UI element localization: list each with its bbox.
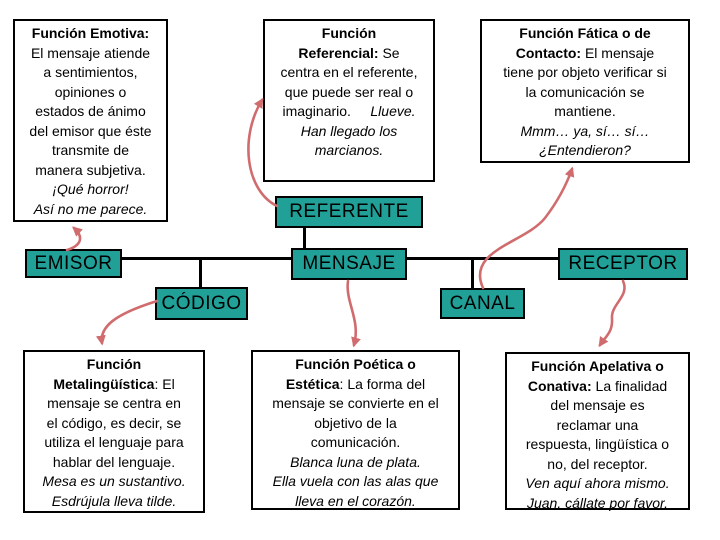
arrow-codigo-to-metalinguistica	[95, 299, 159, 346]
node-emisor: EMISOR	[25, 249, 122, 278]
connector-codigo	[199, 259, 202, 288]
arrow-receptor-to-apelativa	[598, 279, 626, 348]
node-codigo: CÓDIGO	[155, 287, 248, 320]
arrow-emisor-to-emotiva	[65, 226, 83, 252]
node-mensaje: MENSAJE	[291, 248, 407, 280]
arrow-mensaje-to-poetica	[346, 279, 361, 348]
node-receptor: RECEPTOR	[558, 248, 688, 280]
node-canal: CANAL	[440, 288, 525, 319]
node-referente: REFERENTE	[275, 196, 423, 228]
connector-canal	[471, 259, 474, 289]
connector-referente	[303, 228, 306, 258]
